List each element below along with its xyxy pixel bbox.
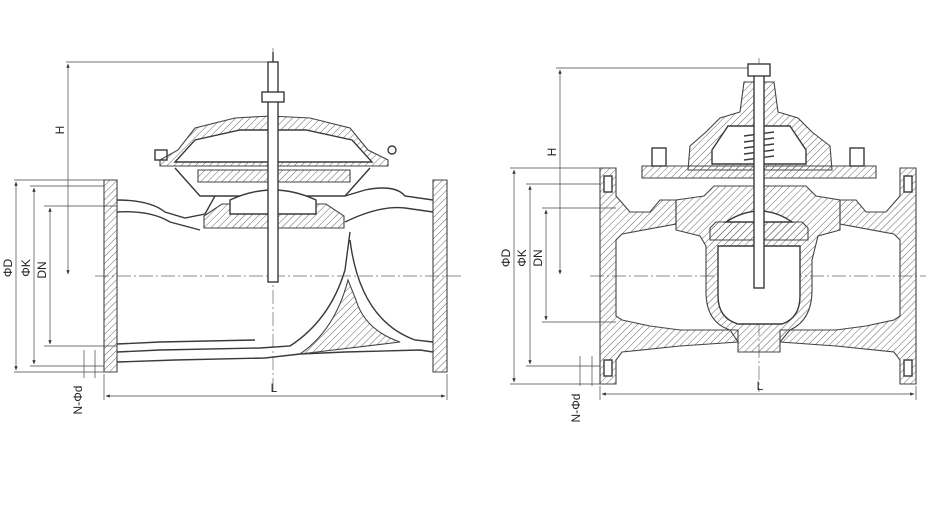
- right-height-label: H: [545, 148, 559, 157]
- left-body-top-right: [344, 187, 434, 201]
- left-body-bottom-inner: [116, 231, 351, 353]
- left-body-rib: [299, 278, 401, 355]
- right-outlet-flange-body: [779, 167, 917, 385]
- left-stem-nut: [261, 91, 285, 103]
- left-body-bottom-outer: [116, 349, 434, 363]
- left-valve-drawing: H ΦD ΦK DN N-Φd L: [1, 48, 462, 414]
- right-dimensions: [510, 67, 917, 400]
- left-outlet-flange: [432, 179, 448, 373]
- right-flange-diameter-label: ΦD: [499, 249, 513, 268]
- right-nominal-diameter-label: DN: [531, 249, 545, 266]
- right-bolt-holes-label: N-Φd: [569, 394, 583, 423]
- left-body-top-left: [116, 195, 216, 219]
- right-outlet-lower-bolt-hole: [903, 359, 913, 377]
- right-valve-stem: [753, 69, 765, 289]
- right-inlet-upper-bolt-hole: [603, 175, 613, 193]
- right-outlet-upper-bolt-hole: [903, 175, 913, 193]
- left-bore-bottom: [116, 339, 256, 345]
- right-bolt-circle-label: ΦK: [515, 249, 529, 267]
- left-flange-diameter-label: ΦD: [1, 259, 15, 278]
- right-length-label: L: [757, 379, 764, 393]
- left-outlet-curve: [349, 239, 434, 343]
- left-height-label: H: [53, 126, 67, 135]
- right-inlet-flange-body: [599, 167, 739, 385]
- left-dimensions: [14, 61, 448, 400]
- left-bore-top: [116, 211, 201, 231]
- left-bolt-holes-label: N-Φd: [71, 386, 85, 415]
- right-inlet-lower-bolt-hole: [603, 359, 613, 377]
- left-nominal-diameter-label: DN: [35, 261, 49, 278]
- left-bore-top-right: [344, 206, 434, 223]
- left-bolt-circle-label: ΦK: [19, 259, 33, 277]
- right-right-bonnet-bolt: [849, 147, 865, 167]
- right-stem-cap: [747, 63, 771, 77]
- left-bonnet-plug: [387, 145, 397, 155]
- right-left-bonnet-bolt: [651, 147, 667, 167]
- right-valve-drawing: H ΦD ΦK DN N-Φd L: [499, 58, 926, 422]
- left-inlet-flange: [103, 179, 118, 373]
- left-bonnet-bolt: [154, 149, 168, 161]
- left-length-label: L: [271, 381, 278, 395]
